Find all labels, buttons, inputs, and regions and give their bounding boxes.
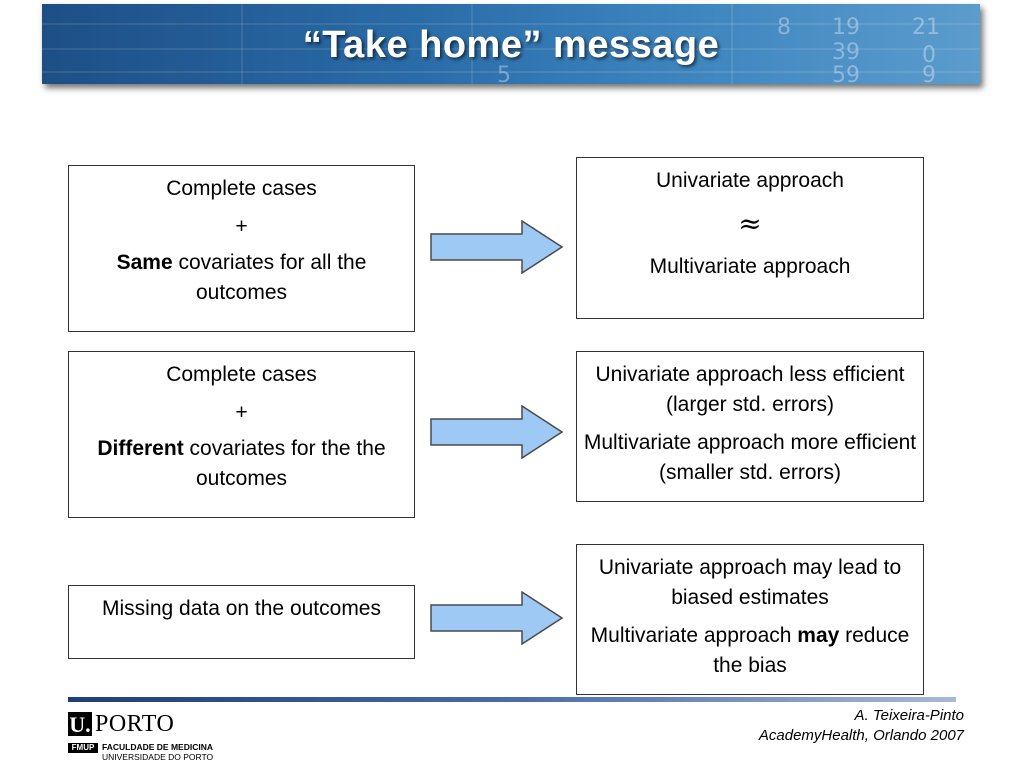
condition-detail: Same covariates for all the outcomes — [69, 248, 414, 308]
banner-background-graphic: 8 19 39 59 21 5 0 9 — [42, 4, 980, 84]
decor-digit: 9 — [922, 63, 936, 84]
plus-sign: + — [235, 401, 248, 424]
condition-box-2: Complete cases + Different covariates fo… — [68, 351, 415, 518]
condition-box-1: Complete cases + Same covariates for all… — [68, 165, 415, 332]
decor-digit: 21 — [912, 15, 940, 40]
decor-digit: 59 — [832, 63, 860, 84]
result-line: Univariate approach — [656, 169, 844, 192]
result-paragraph: Multivariate approach may reduce the bia… — [577, 621, 923, 681]
condition-line: Missing data on the outcomes — [102, 597, 381, 620]
right-arrow-icon — [430, 591, 564, 645]
decor-digit: 8 — [777, 15, 791, 40]
condition-detail: Different covariates for the the outcome… — [69, 434, 414, 494]
result-text: reduce the bias — [713, 624, 910, 677]
plus-sign: + — [235, 215, 248, 238]
condition-detail-text: covariates for the the outcomes — [183, 437, 386, 490]
logo-u-mark: U. — [68, 712, 92, 737]
emphasis-word: Different — [97, 437, 184, 460]
condition-line: Complete cases — [166, 177, 317, 200]
approx-symbol: ≈ — [738, 207, 762, 240]
condition-detail-text: covariates for all the outcomes — [172, 251, 367, 304]
decor-digit: 39 — [832, 40, 860, 65]
decor-digit: 5 — [497, 63, 511, 84]
university-logo: U. PORTO FMUP FACULDADE DE MEDICINA UNIV… — [68, 711, 238, 762]
result-box-2: Univariate approach less efficient (larg… — [576, 351, 924, 502]
logo-faculty-text: FACULDADE DE MEDICINA — [102, 742, 213, 752]
result-text: Multivariate approach — [590, 624, 798, 647]
author-name: A. Teixeira-Pinto — [854, 707, 965, 724]
result-paragraph: Univariate approach may lead to biased e… — [598, 556, 902, 609]
result-paragraph: Univariate approach less efficient (larg… — [595, 363, 905, 416]
logo-fmup-badge: FMUP — [68, 743, 98, 753]
page-title: “Take home” message — [302, 24, 720, 66]
emphasis-word: Same — [116, 251, 173, 274]
author-credit: A. Teixeira-Pinto AcademyHealth, Orlando… — [759, 706, 964, 746]
result-box-1: Univariate approach ≈ Multivariate appro… — [576, 157, 924, 319]
condition-box-3: Missing data on the outcomes — [68, 585, 415, 659]
result-box-3: Univariate approach may lead to biased e… — [576, 544, 924, 695]
condition-line: Complete cases — [166, 363, 317, 386]
logo-porto-text: PORTO — [95, 711, 175, 737]
right-arrow-icon — [430, 405, 564, 459]
result-paragraph: Multivariate approach more efficient (sm… — [583, 431, 917, 484]
footer-divider — [68, 697, 956, 702]
logo-university-text: UNIVERSIDADE DO PORTO — [102, 752, 214, 762]
emphasis-word: may — [797, 624, 840, 647]
decor-digit: 0 — [922, 43, 936, 68]
venue-text: AcademyHealth, Orlando 2007 — [758, 727, 964, 744]
result-line: Multivariate approach — [649, 255, 851, 278]
decor-digit: 19 — [832, 15, 860, 40]
right-arrow-icon — [430, 220, 564, 274]
header-banner: 8 19 39 59 21 5 0 9 “Take home” message — [42, 4, 980, 84]
